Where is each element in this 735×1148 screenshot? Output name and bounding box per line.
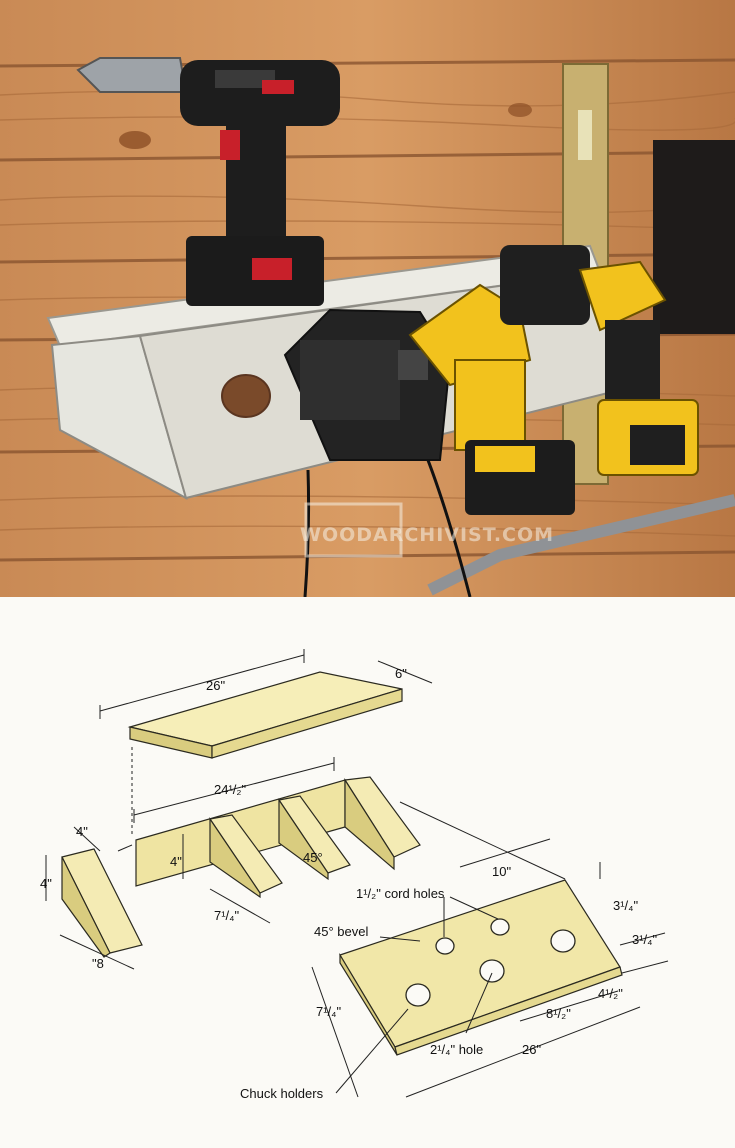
label-bevel: 45° bevel (314, 924, 369, 939)
wood-knot (119, 131, 151, 149)
dim-hole-offset: 4¹/₂" (598, 986, 623, 1001)
conduit-pipe (427, 494, 735, 596)
dim-top-width: 6" (395, 666, 407, 681)
power-cord (303, 469, 311, 597)
cordless-drill-black (76, 57, 340, 306)
cord-hole (490, 918, 510, 936)
dim-front-height: 7¹/₄" (316, 1004, 342, 1019)
dim-back-length: 24¹/₂" (214, 782, 247, 797)
dim-end-length: "8 (92, 956, 104, 971)
back-board (135, 776, 421, 899)
dark-panel (653, 140, 735, 334)
shelf-cord-hole (221, 374, 271, 418)
dim-hole-spacing-bottom: 8¹/₂" (546, 1006, 571, 1021)
exploded-diagram: 26" 6" 24¹/₂" 4" 45° 7¹/₄" 4" 4" "8 1¹/₂… (0, 597, 735, 1143)
dim-divider-angle: 45° (303, 850, 323, 865)
workshop-photo (0, 0, 735, 597)
chuck-hole (550, 929, 576, 953)
dimension-lines (45, 649, 669, 1098)
holes (405, 918, 576, 1007)
dim-back-height: 4" (170, 854, 182, 869)
label-cord-holes: 1¹/₂" cord holes (356, 886, 445, 901)
dim-top-length: 26" (206, 678, 226, 693)
wood-knot (508, 103, 532, 117)
dim-right-margin-top: 3¹/₄" (613, 898, 639, 913)
chuck-hole (405, 983, 431, 1007)
cordless-drill-yellow-right (500, 245, 699, 476)
diagram-drawing (45, 649, 669, 1098)
cord-hole (435, 937, 455, 955)
chuck-hole (479, 959, 505, 983)
dim-divider-spacing: 7¹/₄" (214, 908, 240, 923)
label-chuck-hole: 2¹/₄" hole (430, 1042, 484, 1057)
level-vial (578, 110, 592, 160)
top-board (127, 671, 403, 759)
end-piece (61, 848, 143, 958)
watermark-logo (304, 502, 403, 558)
dim-end-height: 4" (40, 876, 52, 891)
dim-right-margin-bottom: 3¹/₄" (632, 932, 658, 947)
dim-front-length: 26" (522, 1042, 542, 1057)
front-board (339, 879, 623, 1056)
watermark-text: WOODARCHIVIST.COM (300, 524, 555, 546)
photo-panel: WOODARCHIVIST.COM (0, 0, 735, 597)
label-chuck-holders: Chuck holders (240, 1086, 324, 1101)
dim-hole-spacing-top: 10" (492, 864, 512, 879)
dim-end-top: 4" (76, 824, 88, 839)
